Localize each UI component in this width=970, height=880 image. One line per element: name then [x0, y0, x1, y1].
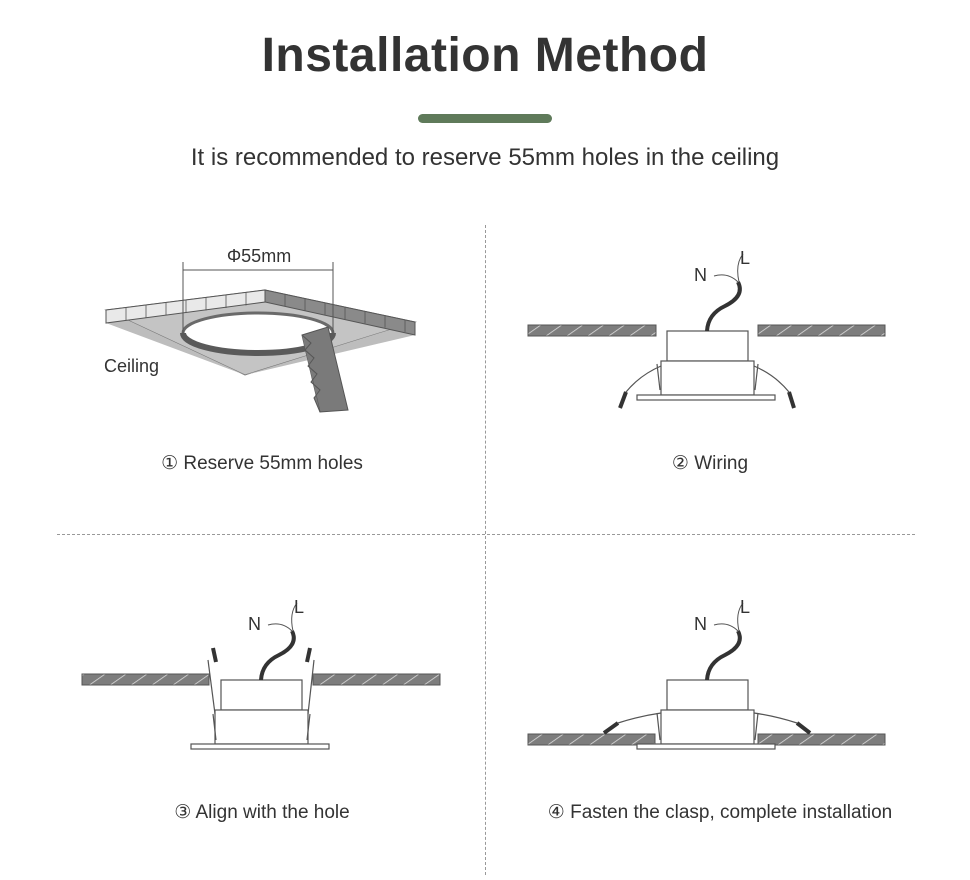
- wire-l-label: L: [294, 597, 304, 617]
- ceiling-edge-right: [264, 289, 416, 336]
- light-housing: [660, 360, 755, 396]
- wire: [259, 630, 296, 681]
- step2-caption: ② Wiring: [671, 453, 749, 474]
- wire-l-label: L: [740, 248, 750, 268]
- step1-illustration: Φ55mm Ceiling: [104, 246, 417, 413]
- vertical-divider: [485, 225, 486, 875]
- step1-caption: ① Reserve 55mm holes: [161, 453, 363, 474]
- title-accent-bar: [418, 114, 552, 123]
- light-housing: [660, 709, 755, 745]
- wire: [705, 281, 742, 332]
- saw-blade: [301, 326, 349, 413]
- step2-illustration: N L: [527, 248, 886, 409]
- driver-box: [220, 679, 303, 711]
- wire-n-label: N: [694, 614, 707, 634]
- ceiling-left: [527, 733, 656, 746]
- step4-illustration: N L: [527, 597, 886, 750]
- ceiling-label: Ceiling: [104, 356, 159, 376]
- wire-l-label: L: [740, 597, 750, 617]
- light-housing: [214, 709, 309, 745]
- ceiling-right: [757, 733, 886, 746]
- horizontal-divider: [57, 534, 915, 535]
- ceiling-left: [527, 324, 657, 337]
- page-subtitle: It is recommended to reserve 55mm holes …: [190, 144, 780, 171]
- ceiling-right: [757, 324, 886, 337]
- ceiling-left: [81, 673, 210, 686]
- dimension-label: Φ55mm: [227, 246, 291, 266]
- ceiling-right: [312, 673, 441, 686]
- step3-illustration: N L: [81, 597, 441, 750]
- wire: [705, 630, 742, 681]
- driver-box: [666, 679, 749, 711]
- light-trim: [636, 394, 776, 401]
- wire-n-label: N: [248, 614, 261, 634]
- light-trim: [190, 743, 330, 750]
- light-trim: [636, 743, 776, 750]
- step3-caption: ③ Align with the hole: [174, 802, 350, 823]
- driver-box: [666, 330, 749, 362]
- page-title: Installation Method: [261, 29, 709, 82]
- step4-caption: ④ Fasten the clasp, complete installatio…: [547, 802, 893, 823]
- wire-n-label: N: [694, 265, 707, 285]
